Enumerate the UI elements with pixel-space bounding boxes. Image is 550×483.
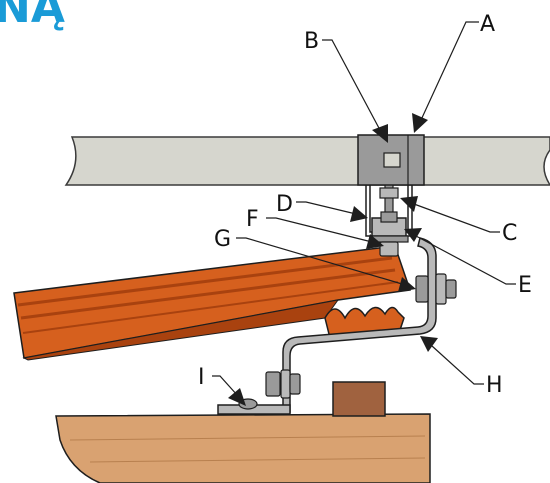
bolt-g-washer (445, 279, 457, 299)
bolt-g-nut (415, 275, 429, 303)
callout-arrow-c (400, 196, 418, 212)
callout-label-c: C (502, 221, 517, 246)
callout-arrow-g (398, 277, 416, 292)
rail-groove (20, 268, 396, 320)
callout-label-f: F (246, 207, 259, 232)
lower-hanger-nut (379, 241, 399, 257)
callout-label-d: D (276, 192, 293, 217)
callout-label-b: B (304, 29, 319, 54)
set-screw-b (383, 152, 401, 168)
callout-arrow-e (404, 228, 422, 242)
lower-bolt-nut (265, 371, 281, 397)
callout-arrow-h (420, 336, 438, 352)
wooden-base (55, 413, 431, 483)
callout-arrow-a (412, 113, 428, 133)
wood-grain (69, 435, 426, 441)
callout-leader-a (420, 21, 479, 121)
callout-leader-g (236, 237, 403, 285)
callout-arrow-i (228, 388, 246, 406)
lower-bolt-washer (289, 373, 301, 395)
callout-leader-b (322, 39, 381, 131)
bolt-g-head (435, 273, 447, 305)
nut-c (379, 187, 399, 199)
callout-label-g: G (214, 227, 231, 252)
rail-groove (22, 281, 399, 334)
conductor-rail (13, 245, 412, 359)
lower-bolt-head (280, 369, 291, 399)
callout-label-a: A (480, 12, 495, 37)
callout-leader-h (431, 345, 484, 385)
callout-arrow-f (366, 234, 384, 249)
callout-label-e: E (518, 273, 532, 298)
wood-grain (89, 457, 426, 463)
callout-leader-i (212, 375, 239, 397)
callout-arrow-b (372, 124, 388, 143)
callout-label-i: I (198, 365, 205, 390)
callout-leader-e (415, 235, 516, 285)
callout-label-h: H (486, 373, 503, 398)
top-beam (64, 136, 550, 186)
logo-text: NĄ (0, 0, 65, 33)
wood-block (332, 381, 386, 417)
callout-leader-d (296, 201, 357, 215)
rail-groove (17, 256, 393, 307)
callout-arrow-d (350, 206, 368, 222)
fitting-e-top (380, 211, 398, 223)
callout-leader-f (266, 217, 373, 243)
callout-leader-c (413, 203, 500, 233)
